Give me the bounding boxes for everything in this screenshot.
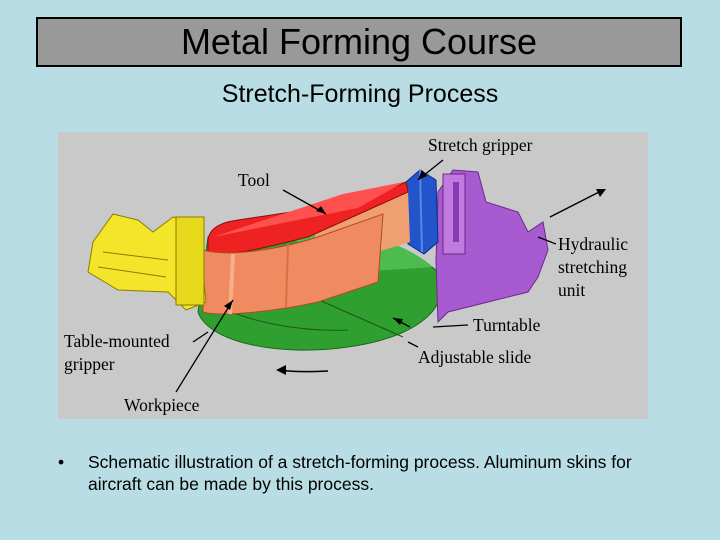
leader-table-gripper: [192, 331, 209, 343]
label-stretch-gripper: Stretch gripper: [428, 135, 533, 155]
label-hydraulic-1: Hydraulic: [558, 234, 628, 254]
slide-title: Metal Forming Course: [36, 17, 682, 67]
table-gripper-detail-2: [97, 266, 167, 278]
label-hydraulic-2: stretching: [558, 257, 627, 277]
hydraulic-direction-arrowhead: [596, 189, 606, 197]
tool-top: [213, 182, 404, 237]
label-table-mounted-2: gripper: [64, 354, 115, 374]
workpiece: [202, 213, 384, 315]
label-workpiece: Workpiece: [124, 395, 200, 415]
label-hydraulic-3: unit: [558, 280, 585, 300]
caption-text: Schematic illustration of a stretch-form…: [88, 452, 632, 494]
leader-turntable: [432, 324, 469, 328]
diagram-svg: Stretch gripper Tool Hydraulic stretchin…: [64, 135, 628, 415]
rotation-arrow: [279, 369, 329, 373]
label-table-mounted-1: Table-mounted: [64, 331, 170, 351]
slide-subtitle: Stretch-Forming Process: [221, 80, 499, 108]
leader-tool-arrowhead: [316, 206, 326, 214]
caption-bullet: • Schematic illustration of a stretch-fo…: [58, 451, 658, 495]
label-tool: Tool: [238, 170, 270, 190]
leader-workpiece: [175, 299, 234, 393]
label-turntable: Turntable: [473, 315, 541, 335]
leader-workpiece-arrowhead: [224, 300, 233, 310]
workpiece-shade-2: [285, 243, 289, 308]
leader-hydraulic: [537, 236, 557, 245]
leader-stretch-gripper-arrowhead: [418, 170, 427, 180]
hydraulic-frame-inner: [453, 182, 459, 242]
label-adjustable-slide: Adjustable slide: [418, 347, 531, 367]
leader-adjustable-slide-arrowhead: [393, 318, 403, 325]
table-gripper-block: [175, 216, 205, 306]
rotation-arrowhead: [276, 365, 286, 375]
stretch-forming-diagram: Stretch gripper Tool Hydraulic stretchin…: [58, 132, 648, 419]
table-gripper-detail-1: [102, 251, 169, 261]
hydraulic-direction-arrow: [549, 189, 604, 218]
bullet-marker: •: [58, 452, 65, 472]
leader-adjustable-slide: [407, 341, 419, 348]
stretch-gripper-edge: [419, 169, 423, 253]
